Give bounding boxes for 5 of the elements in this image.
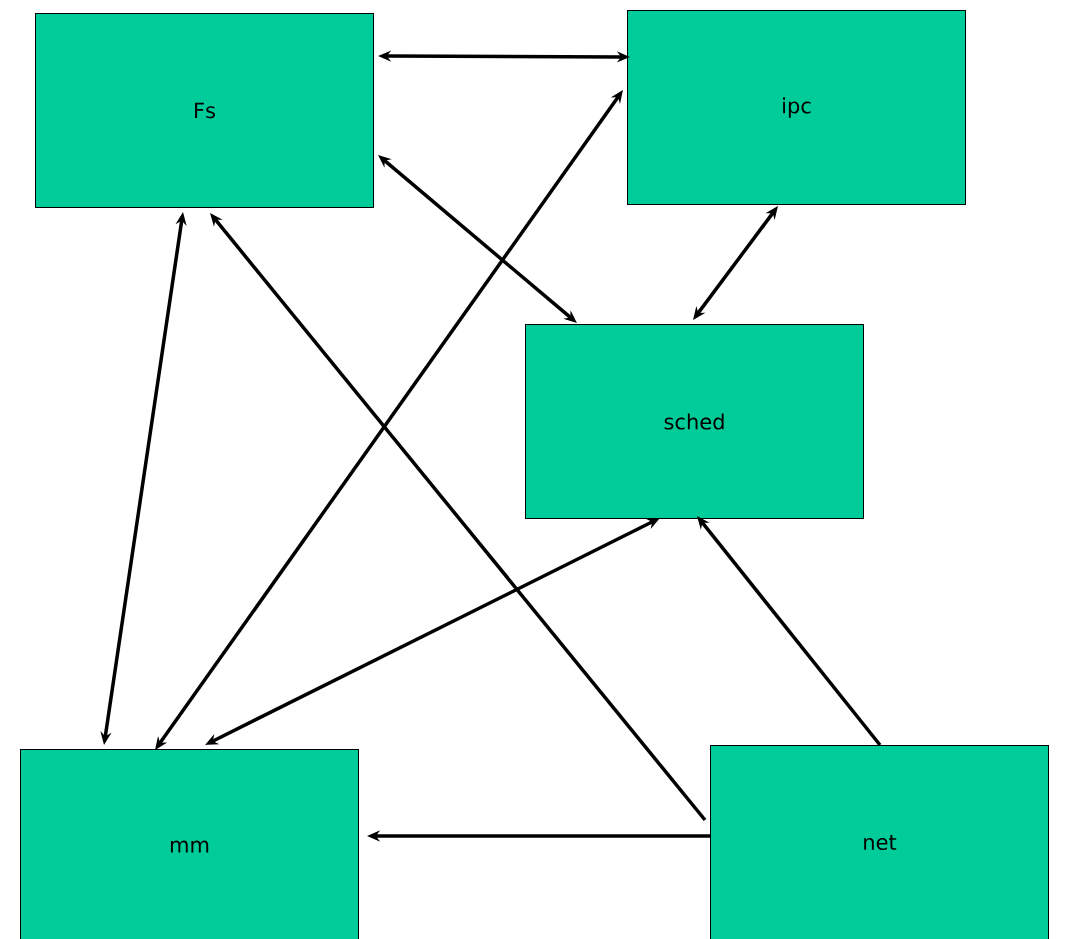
module-box: Fs xyxy=(35,13,374,208)
module-box: sched xyxy=(525,324,864,519)
module-box: net xyxy=(710,745,1049,939)
module-box: mm xyxy=(20,749,359,939)
module-box: ipc xyxy=(627,10,966,205)
